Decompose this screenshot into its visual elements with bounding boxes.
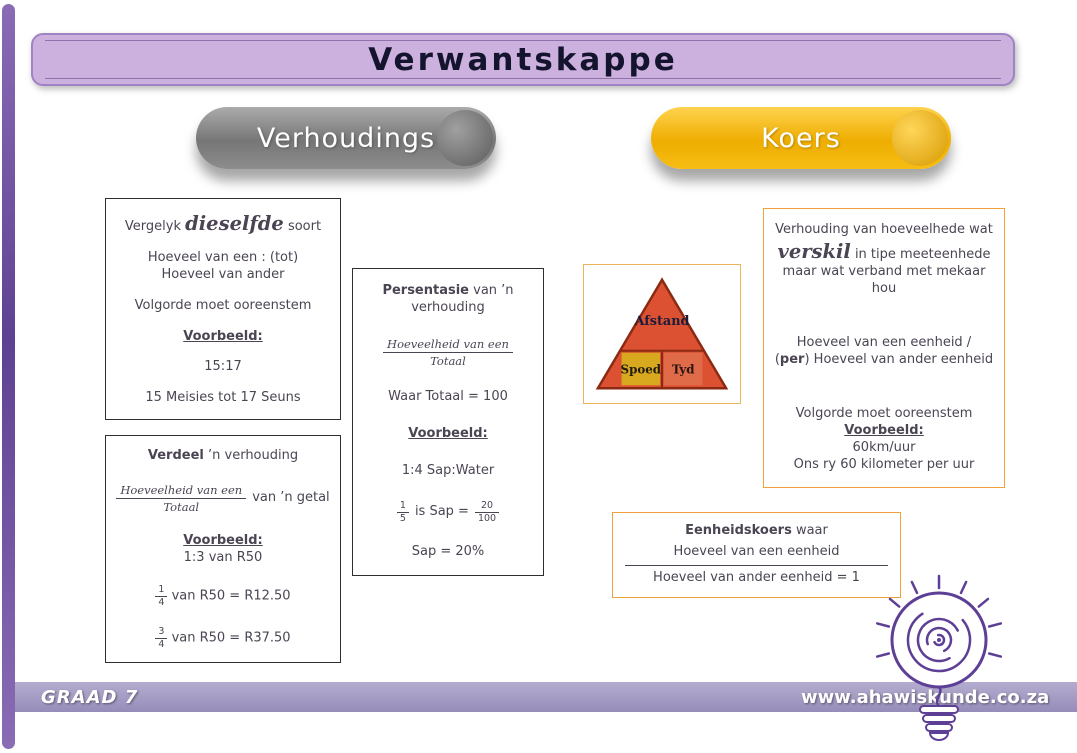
koers-formula: Hoeveel van een eenheid / (per) Hoeveel … [774,335,994,368]
koers-box: Verhouding van hoeveelhede wat verskil i… [763,208,1005,488]
voorbeeld-label: Voorbeeld: [408,425,488,441]
persentasie-rule: Waar Totaal = 100 [388,388,508,404]
persentasie-fraction: Hoeveelheid van een Totaal [383,337,513,369]
per-emphasis: per [779,352,805,368]
speed-distance-time-triangle-icon: Afstand Spoed Tyd [595,277,729,390]
verdeel-heading: Verdeel ’n verhouding [147,448,299,463]
voorbeeld-label: Voorbeeld: [844,423,924,439]
koers-rule: Volgorde moet ooreenstem [795,406,973,422]
speed-distance-time-box: Afstand Spoed Tyd [583,264,741,404]
title-banner: Verwantskappe [31,33,1015,86]
verskil-emphasis: verskil [777,239,851,263]
eenheidskoers-heading: Eenheidskoers waar [685,523,828,538]
voorbeeld-label: Voorbeeld: [183,328,263,344]
left-accent-bar [2,4,15,749]
tab-verhoudings-label: Verhoudings [256,122,436,154]
lightbulb-logo-icon [875,574,1003,741]
tab-koers: Koers [651,107,951,169]
website-text: www.ahawiskunde.co.za [801,686,1050,708]
triangle-afstand-label: Afstand [634,314,690,329]
voorbeeld-label: Voorbeeld: [183,532,263,548]
vergelyk-example-text: 15 Meisies tot 17 Seuns [145,390,301,406]
page-title: Verwantskappe [368,41,678,78]
ratio-fraction: Hoeveelheid van een Totaal [116,483,247,515]
dieselfde-emphasis: dieselfde [185,212,284,235]
koers-definition: Verhouding van hoeveelhede wat verskil i… [775,222,993,297]
vergelyk-definition: Hoeveel van een : (tot) Hoeveel van ande… [147,250,299,283]
triangle-spoed-label: Spoed [621,362,662,376]
persentasie-example-result: Sap = 20% [411,544,485,560]
vergelyk-rule: Volgorde moet ooreenstem [134,297,312,313]
koers-example-block: Volgorde moet ooreenstem Voorbeeld: 60km… [794,406,975,474]
verdeel-example-head: Voorbeeld: 1:3 van R50 [183,532,263,565]
persentasie-example-ratio: 1:4 Sap:Water [401,463,495,479]
grade-label: GRAAD 7 [41,686,139,708]
koers-example-text: Ons ry 60 kilometer per uur [793,457,975,473]
footer-bar: GRAAD 7 www.ahawiskunde.co.za [15,682,1077,712]
persentasie-box: Persentasie van ’n verhouding Hoeveelhei… [352,268,544,576]
eenheidskoers-box: Eenheidskoers waar Hoeveel van een eenhe… [612,512,901,598]
vergelyk-heading: Vergelyk dieselfde soort [124,212,322,235]
vergelyk-example-ratio: 15:17 [204,359,242,375]
tab-verhoudings: Verhoudings [196,107,496,169]
triangle-tyd-label: Tyd [672,362,695,376]
verdeel-fraction-row: Hoeveelheid van een Totaal van ’n getal [116,483,330,515]
persentasie-heading: Persentasie van ’n verhouding [382,283,514,315]
eenheidskoers-fraction: Hoeveel van een eenheid Hoeveel van ande… [625,544,888,587]
ratio-fraction: Hoeveelheid van een Totaal [383,337,513,369]
verdeel-box: Verdeel ’n verhouding Hoeveelheid van ee… [105,435,341,663]
fraction-denominator: Hoeveel van ander eenheid = 1 [653,570,860,586]
fraction-numerator: Hoeveel van een eenheid [625,544,888,567]
tab-koers-label: Koers [761,122,841,154]
vergelyk-box: Vergelyk dieselfde soort Hoeveel van een… [105,198,341,420]
koers-example-rate: 60km/uur [852,440,916,456]
